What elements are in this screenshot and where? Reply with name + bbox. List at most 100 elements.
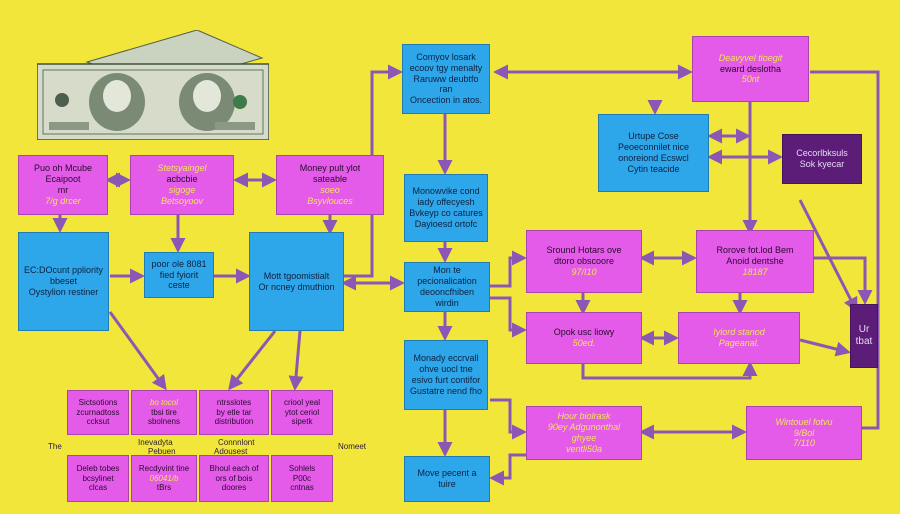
box-line: Mott tgoomistialt xyxy=(263,270,330,281)
right-side-purple-box: Ur tbat xyxy=(850,304,878,368)
box-line: fied fyiorit ceste xyxy=(159,269,199,291)
box-line: Monady eccrvall xyxy=(413,353,479,364)
box-line: P00c xyxy=(292,473,312,483)
grid-label-pebuen: Pebuen xyxy=(148,447,176,456)
box-line: Pageanal. xyxy=(718,338,760,348)
box-line: Anoid dentshe xyxy=(726,256,784,267)
grid-cell-3: ntrsslotes by etle tar distribution xyxy=(199,390,269,435)
box-line: zcurnadtoss xyxy=(76,407,120,417)
box-line: dtoro obscoore xyxy=(553,256,615,267)
grid-label-adousest: Adousest xyxy=(214,447,248,456)
box-line: Cytin teacide xyxy=(627,163,680,174)
box-line: Hour biolrask xyxy=(557,411,611,422)
box-line: by etle tar xyxy=(216,407,252,417)
box-line: Iyiord stanod xyxy=(713,327,765,338)
grid-label-the: The xyxy=(48,442,62,451)
box-line: Oystylion restiner xyxy=(28,286,99,297)
box-line: Comyov losark xyxy=(416,52,476,62)
left-right-box: Mott tgoomistialt Or ncney dmuthion xyxy=(249,232,344,331)
grid-cell-5: Deleb tobes bcsylinet clcas xyxy=(67,455,129,502)
center-box-4: Monady eccrvall ohve uocl tne esivo furt… xyxy=(404,340,488,410)
box-line: Dayioesd ortofc xyxy=(414,218,478,229)
box-line: Peoeconnilet nice xyxy=(617,142,690,153)
grid-cell-4: criool yeal ytot ceriol sipetk xyxy=(271,390,333,435)
right-blue-box: Urtupe Cose Peoeconnilet nice onoreiond … xyxy=(598,114,709,192)
box-line: Sok kyecar xyxy=(799,159,845,169)
right-row3-right-box: Iyiord stanod Pageanal. xyxy=(678,312,800,364)
box-line: 06041/b xyxy=(149,473,179,483)
box-line: sipetk xyxy=(291,417,313,427)
box-line: sigoge xyxy=(168,185,196,195)
right-top-box: Deavyvel tioegit eward deslotha 50nt xyxy=(692,36,809,102)
grid-label-inevadyta: Inevadyta xyxy=(138,438,173,447)
box-line: Recdyvint tine xyxy=(138,464,190,474)
box-line: Puo oh Mcube xyxy=(33,163,93,174)
box-line: Mon te pecionalication xyxy=(417,265,477,287)
left-top-box-1: Puo oh Mcube Ecaipoot mr 7/g drcer xyxy=(18,155,108,215)
box-line: Sround Hotars ove xyxy=(546,245,622,256)
box-line: esivo furt contifor xyxy=(411,375,481,385)
box-line: sbolnens xyxy=(147,417,181,427)
left-small-box: poor ole 8081 fied fyiorit ceste xyxy=(144,252,214,298)
box-line: ohve uocl tne xyxy=(419,364,473,375)
box-line: ventli50a xyxy=(565,443,603,454)
right-row3-left-box: Opok usc liowy 50ed. xyxy=(526,312,642,364)
box-line: bo tocol xyxy=(149,398,179,408)
box-line: Cecorlbksuls xyxy=(796,148,848,159)
box-line: Oncection in atos. xyxy=(409,95,483,106)
box-line: 50nt xyxy=(741,74,760,85)
box-line: Stetsyaingel xyxy=(157,163,207,174)
box-line: cntnas xyxy=(290,483,314,493)
left-top-box-3: Money pult ylot sateable soeo Bsyvlouces xyxy=(276,155,384,215)
box-line: Urtupe Cose xyxy=(628,131,679,142)
box-line: Deleb tobes xyxy=(76,464,120,474)
box-line: bbeset xyxy=(49,276,78,287)
left-top-box-2: Stetsyaingel acbcbie sigoge Betsoyoov xyxy=(130,155,234,215)
box-line: 7/110 xyxy=(793,438,815,449)
box-line: 97/I10 xyxy=(571,266,597,277)
box-line: 18187 xyxy=(742,266,768,277)
box-line: Ur xyxy=(858,324,870,335)
box-line: Rorove fot.lod Bem xyxy=(716,245,794,256)
box-line: Deavyvel tioegit xyxy=(718,52,783,63)
box-line: poor ole 8081 xyxy=(151,258,207,269)
box-line: Bhoul each of xyxy=(209,464,259,474)
box-line: 7/g drcer xyxy=(45,195,81,206)
grid-cell-8: Sohlels P00c cntnas xyxy=(271,455,333,502)
box-line: tBrs xyxy=(156,483,172,493)
box-line: Opok usc liowy xyxy=(553,327,615,338)
box-line: Money pult ylot xyxy=(299,163,361,174)
box-line: mr xyxy=(57,185,69,195)
box-line: EC:DOcunt ppliority xyxy=(23,265,104,276)
box-line: doores xyxy=(221,483,247,493)
box-line: ors of bois xyxy=(215,473,253,483)
box-line: distribution xyxy=(214,417,254,427)
grid-cell-6: Recdyvint tine 06041/b tBrs xyxy=(131,455,197,502)
box-line: 9/Bol xyxy=(793,427,815,438)
box-line: ccksut xyxy=(86,417,110,427)
grid-cell-7: Bhoul each of ors of bois doores xyxy=(199,455,269,502)
box-line: onoreiond Ecswcl xyxy=(618,153,689,163)
box-line: clcas xyxy=(88,483,108,493)
box-line: Wintouel fotvu xyxy=(775,416,833,427)
box-line: Or ncney dmuthion xyxy=(258,281,335,292)
grid-cell-2: bo tocol tbsi tire sbolnens xyxy=(131,390,197,435)
center-box-2: Monowvike cond iady offecyesh Bvkeyp co … xyxy=(404,174,488,242)
box-line: bcsylinet xyxy=(82,473,114,483)
box-line: sateable xyxy=(312,174,348,185)
right-row4-left-box: Hour biolrask 90ey Adgunonthal ghyee ven… xyxy=(526,406,642,460)
right-row4-right-box: Wintouel fotvu 9/Bol 7/110 xyxy=(746,406,862,460)
box-line: Gustatre nend fho xyxy=(409,385,483,396)
dollar-bills-icon xyxy=(37,30,269,140)
box-line: iady offecyesh xyxy=(417,197,475,208)
right-dark-box: Cecorlbksuls Sok kyecar xyxy=(782,134,862,184)
box-line: Raruww deubtfo ran xyxy=(413,73,479,95)
box-line: 50ed. xyxy=(572,338,596,348)
box-line: deooncfhiben wirdin xyxy=(419,287,475,308)
grid-cell-1: Sictsotions zcurnadtoss ccksut xyxy=(67,390,129,435)
box-line: Sohlels xyxy=(288,464,316,474)
center-box-5: Move pecent a tuire xyxy=(404,456,490,502)
box-line: ghyee xyxy=(571,433,597,443)
center-box-1: Comyov losark ecoov tgy menalty Raruww d… xyxy=(402,44,490,114)
